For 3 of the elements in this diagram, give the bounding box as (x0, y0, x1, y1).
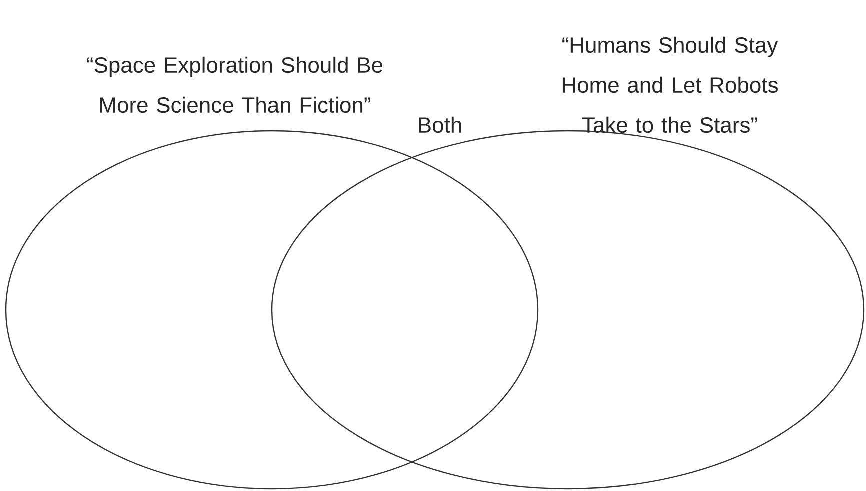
ellipse-heading: “Humans Should Stay Home and Let Robots Take to the Stars” (562, 36, 778, 134)
overlap-label: Both (419, 116, 462, 134)
ellipse-heading: “Space Exploration Should Be More Science Than Fiction” (87, 56, 383, 114)
